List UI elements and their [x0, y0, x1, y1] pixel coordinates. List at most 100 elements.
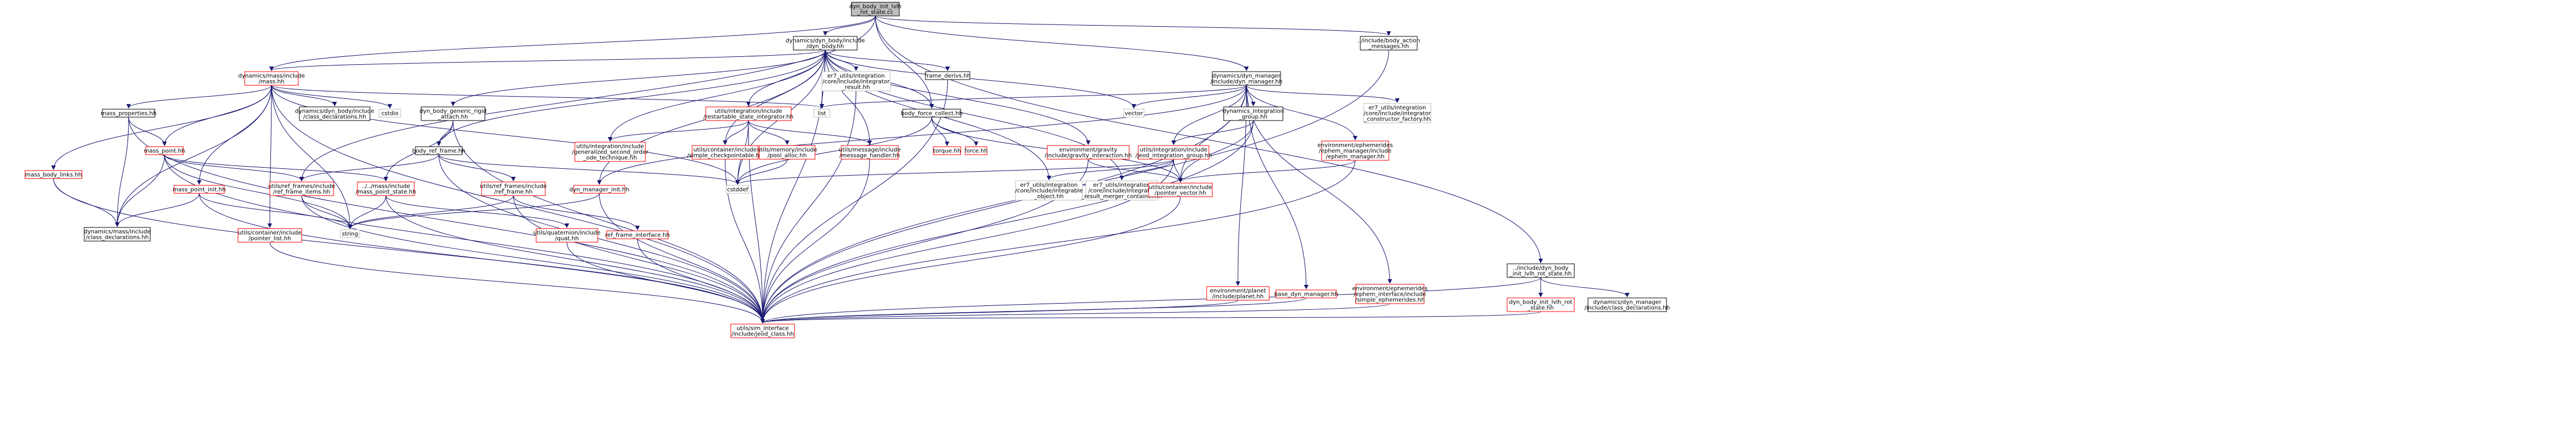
node-box	[1047, 145, 1130, 160]
node-integrator-result[interactable]: er7_utils/integration/core/include/integ…	[821, 71, 891, 92]
edge-ref_frame_interface-to-jeod_class	[637, 238, 765, 324]
edge-jeod_integration_group-to-result_merger_container	[1120, 159, 1174, 180]
node-label: _init_lvlh_rot_state.hh	[1509, 271, 1572, 277]
node-box	[1138, 145, 1209, 160]
node-restartable-state[interactable]: utils/integration/include/restartable_st…	[703, 106, 793, 121]
edge-restartable_state-to-message_handler	[748, 120, 872, 145]
node-root[interactable]: dyn_body_init_lvlh_rot_state.cc	[849, 2, 902, 16]
node-box	[851, 2, 900, 16]
node-planet[interactable]: environment/planet/include/planet.hh	[1206, 286, 1270, 301]
node-mass-properties[interactable]: mass_properties.hh	[101, 109, 157, 118]
node-label: mass_properties.hh	[101, 111, 157, 117]
node-dynamics-integration-group[interactable]: dynamics_integration_group.hh	[1223, 106, 1284, 121]
node-label: dynamics/mass/include	[238, 73, 304, 80]
node-vector[interactable]: vector	[1123, 109, 1145, 118]
node-box	[1321, 140, 1389, 161]
node-message-handler[interactable]: utils/message/include/message_handler.hh	[839, 145, 901, 160]
node-label: /message_handler.hh	[840, 153, 900, 159]
node-pool-alloc[interactable]: utils/memory/include/pool_alloc.hh	[757, 145, 817, 160]
edge-dyn_manager_init-to-string	[348, 193, 600, 229]
node-ref-frame-interface[interactable]: ref_frame_interface.hh	[605, 230, 670, 239]
edge-mass_hh-to-cstddef	[271, 85, 740, 185]
node-mass-point-init[interactable]: mass_point_init.hh	[172, 185, 226, 194]
node-label: body_force_collect.hh	[901, 111, 963, 117]
node-label: dyn_body_init_lvlh_rot	[1509, 300, 1573, 306]
node-gravity-interaction[interactable]: environment/gravity/include/gravity_inte…	[1044, 145, 1132, 160]
node-base-dyn-manager[interactable]: base_dyn_manager.hh	[1274, 289, 1338, 299]
node-box	[340, 229, 360, 238]
node-list[interactable]: list	[813, 109, 830, 118]
edge-restartable_state-to-pool_alloc	[748, 120, 789, 145]
node-cstddef[interactable]: cstddef	[726, 185, 750, 194]
node-torque[interactable]: torque.hh	[933, 146, 961, 155]
node-label: environment/ephemerides	[1318, 143, 1393, 149]
node-generic-rigid[interactable]: dyn_body_generic_rigid_attach.hh	[419, 106, 487, 121]
node-label: /mass.hh	[258, 79, 285, 85]
edge-dyn_body_hh-to-simple_checkpointable	[723, 49, 826, 145]
node-pointer-list[interactable]: utils/container/include/pointer_list.hh	[237, 228, 302, 243]
node-string[interactable]: string	[340, 229, 360, 238]
node-dyn-manager-init[interactable]: dyn_manager_init.hh	[569, 185, 629, 194]
node-body-action-messages[interactable]: ../include/body_action_messages.hh	[1357, 36, 1420, 51]
node-box	[415, 146, 463, 155]
node-ref-frame-hh[interactable]: utils/ref_frames/include/ref_frame.hh	[480, 181, 547, 196]
edge-dynamics_integration_group-to-jeod_integration_group	[1171, 120, 1254, 145]
edge-dyn_body_hh-to-body_ref_frame	[437, 49, 826, 146]
node-box	[1507, 263, 1575, 278]
node-body-force-collect[interactable]: body_force_collect.hh	[901, 109, 963, 118]
edge-dyn_manager_hh-to-simple_ephemerides	[1246, 85, 1392, 284]
edge-mass_hh-to-list	[271, 85, 824, 109]
node-label: _state.hh	[1527, 305, 1554, 312]
node-label: utils/integration/include	[1140, 147, 1208, 154]
node-jeod-integration-group[interactable]: utils/integration/include/jeod_integrati…	[1135, 145, 1212, 160]
edge-dyn_body_hh-to-frame_derivs	[825, 49, 950, 71]
node-label: /ephem_manager/include	[1319, 148, 1392, 155]
node-simple-checkpointable[interactable]: utils/container/include/simple_checkpoin…	[687, 145, 763, 160]
node-label: utils/integration/include	[577, 144, 644, 150]
node-label: frame_derivs.hh	[924, 73, 970, 80]
node-jeod-class[interactable]: utils/sim_interface/include/jeod_class.h…	[730, 324, 795, 338]
node-integrable-object[interactable]: er7_utils/integration/core/include/integ…	[1015, 180, 1083, 201]
node-box	[1015, 180, 1083, 201]
node-label: /core/include/integrator	[822, 79, 890, 85]
node-mass-point-state[interactable]: ../../mass/include/mass_point_state.hh	[356, 181, 416, 196]
edge-body_force_collect-to-torque	[931, 117, 949, 146]
node-class-decl-dynbody[interactable]: dynamics/dyn_body/include/class_declarat…	[295, 106, 375, 121]
node-dyn-manager-hh[interactable]: dynamics/dyn_manager/include/dyn_manager…	[1211, 71, 1282, 86]
node-force[interactable]: force.hh	[964, 146, 988, 155]
node-label: /ref_frame.hh	[494, 189, 532, 196]
node-integrator-constructor-factory[interactable]: er7_utils/integration/core/include/integ…	[1363, 103, 1431, 123]
edge-mass_hh-to-mass_properties	[126, 85, 272, 109]
edge-dyn_manager_hh-to-base_dyn_manager	[1246, 85, 1308, 289]
node-label: _constructor_factory.hh	[1364, 117, 1431, 123]
node-body-ref-frame[interactable]: body_ref_frame.hh	[412, 146, 466, 155]
node-quat[interactable]: utils/quaternion/include/quat.hh	[533, 228, 600, 243]
node-simple-ephemerides[interactable]: environment/ephemerides/ephem_interface/…	[1352, 284, 1428, 304]
node-pointer-vector[interactable]: utils/container/include/pointer_vector.h…	[1148, 183, 1213, 197]
node-ephem-manager[interactable]: environment/ephemerides/ephem_manager/in…	[1318, 140, 1393, 161]
node-label: /include/jeod_class.hh	[731, 331, 794, 338]
node-init-lvlh-rot-state-hh[interactable]: ../include/dyn_body_init_lvlh_rot_state.…	[1507, 263, 1575, 278]
node-box	[1123, 109, 1145, 118]
node-box	[730, 324, 795, 338]
node-mass-body-links[interactable]: mass_body_links.hh	[24, 170, 83, 179]
node-class-decl-dynmanager[interactable]: dynamics/dyn_manager/include/class_decla…	[1585, 297, 1670, 312]
file-nodes: dyn_body_init_lvlh_rot_state.cc dynamics/…	[24, 2, 1670, 338]
node-mass-hh[interactable]: dynamics/mass/include/mass.hh	[238, 71, 305, 86]
node-class-decl-mass[interactable]: dynamics/mass/include/class_declarations…	[84, 227, 151, 242]
edge-quat-to-jeod_class	[566, 242, 765, 324]
node-mass-point[interactable]: mass_point.hh	[144, 146, 186, 155]
node-generalized-second-order[interactable]: utils/integration/include/generalized_se…	[572, 142, 649, 162]
node-result-merger-container[interactable]: er7_utils/integration/core/include/integ…	[1081, 180, 1162, 201]
node-frame-derivs[interactable]: frame_derivs.hh	[924, 71, 971, 80]
node-dyn-body-hh[interactable]: dynamics/dyn_body/include/dyn_body.hh	[785, 36, 865, 51]
edge-mass_point-to-string	[164, 154, 352, 229]
edge-mass_point_state-to-string	[348, 195, 386, 229]
node-ref-frame-items[interactable]: utils/ref_frames/include/ref_frame_items…	[268, 181, 335, 196]
edge-mass_point-to-ref_frame_items	[164, 154, 304, 181]
node-cstdio[interactable]: cstdio	[378, 109, 401, 118]
edge-generic_rigid-to-body_ref_frame	[437, 120, 454, 146]
node-label: /pool_alloc.hh	[768, 153, 807, 159]
node-label: /simple_checkpointable.hh	[687, 153, 763, 159]
node-init-lvlh-rot-state-hh2[interactable]: dyn_body_init_lvlh_rot_state.hh	[1507, 297, 1575, 312]
